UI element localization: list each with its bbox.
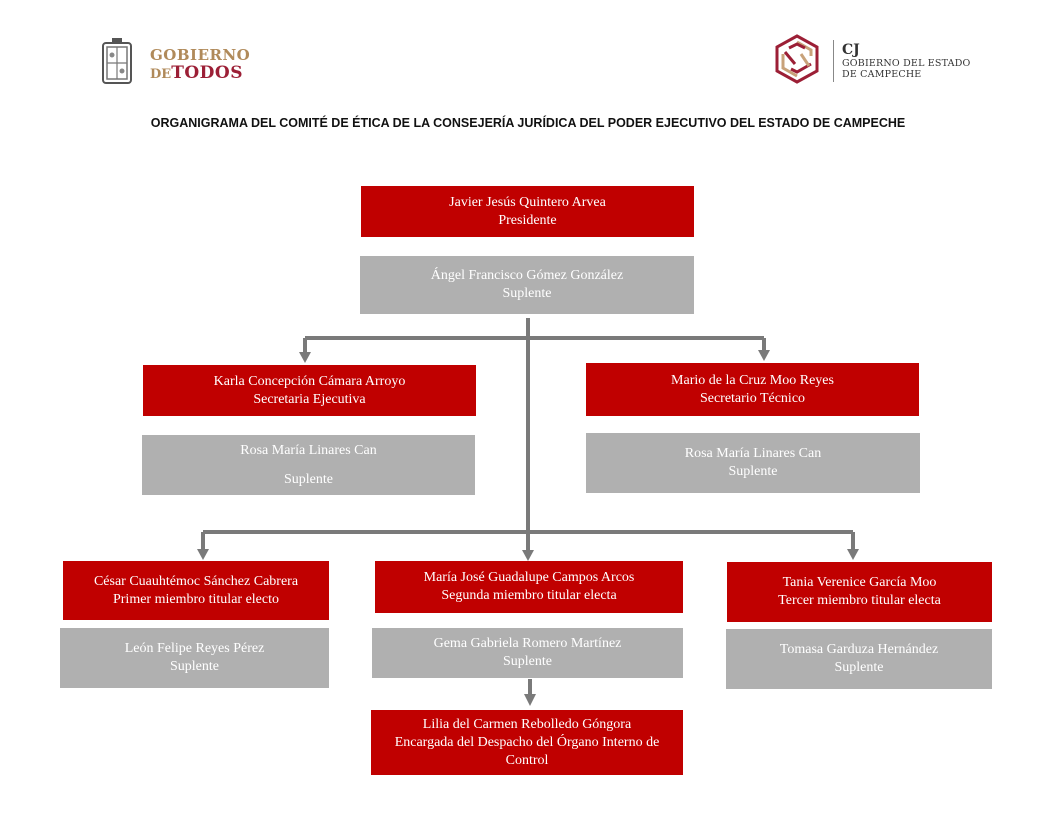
presidente-role: Presidente [498, 212, 557, 228]
presidente-box: Javier Jesús Quintero Arvea Presidente [361, 186, 694, 237]
cj-line1: GOBIERNO DEL ESTADO [842, 58, 971, 69]
secretario-tecnico-role: Secretario Técnico [699, 390, 806, 406]
miembro3-name: Tania Verenice García Moo [782, 575, 937, 590]
miembro1-suplente-role: Suplente [170, 659, 219, 674]
miembro1-suplente-box: León Felipe Reyes Pérez Suplente [60, 628, 329, 688]
miembro1-box: César Cuauhtémoc Sánchez Cabrera Primer … [63, 561, 329, 620]
miembro2-suplente-box: Gema Gabriela Romero Martínez Suplente [372, 628, 683, 678]
miembro3-suplente-name: Tomasa Garduza Hernández [779, 642, 939, 657]
secretario-tecnico-box: Mario de la Cruz Moo Reyes Secretario Té… [586, 363, 919, 416]
miembro3-box: Tania Verenice García Moo Tercer miembro… [727, 562, 992, 622]
logo-divider [833, 40, 834, 82]
secretaria-ejecutiva-suplente-box: Rosa María Linares Can Suplente [142, 435, 475, 495]
miembro3-role: Tercer miembro titular electa [778, 593, 941, 608]
state-seal-logo [100, 37, 134, 87]
miembro3-suplente-box: Tomasa Garduza Hernández Suplente [726, 629, 992, 689]
cj-logo-text: CJ GOBIERNO DEL ESTADO DE CAMPECHE [842, 42, 971, 80]
miembro2-name: María José Guadalupe Campos Arcos [423, 570, 635, 585]
secretario-tecnico-suplente-name: Rosa María Linares Can [684, 446, 822, 461]
presidente-suplente-name: Ángel Francisco Gómez González [430, 268, 624, 283]
page-title: ORGANIGRAMA DEL COMITÉ DE ÉTICA DE LA CO… [150, 116, 906, 130]
secretaria-ejecutiva-suplente-name: Rosa María Linares Can [240, 442, 377, 458]
logo-line2-prefix: DE [150, 67, 172, 82]
miembro2-suplente-name: Gema Gabriela Romero Martínez [433, 636, 622, 651]
cj-emblem-logo [771, 34, 823, 84]
organo-interno-name: Lilia del Carmen Rebolledo Góngora [422, 716, 632, 732]
miembro3-suplente-role: Suplente [834, 660, 884, 675]
presidente-suplente-box: Ángel Francisco Gómez González Suplente [360, 256, 694, 314]
miembro2-box: María José Guadalupe Campos Arcos Segund… [375, 561, 683, 613]
gobierno-de-todos-logo: GOBIERNO DETODOS [150, 47, 250, 83]
secretario-tecnico-name: Mario de la Cruz Moo Reyes [671, 372, 834, 388]
logo-line2-main: TODOS [171, 63, 243, 83]
miembro1-name: César Cuauhtémoc Sánchez Cabrera [93, 573, 299, 589]
secretaria-ejecutiva-role: Secretaria Ejecutiva [253, 391, 366, 407]
miembro2-suplente-role: Suplente [503, 654, 552, 669]
secretaria-ejecutiva-box: Karla Concepción Cámara Arroyo Secretari… [143, 365, 476, 416]
cj-line2: DE CAMPECHE [842, 69, 922, 80]
presidente-name: Javier Jesús Quintero Arvea [449, 194, 606, 210]
miembro1-suplente-name: León Felipe Reyes Pérez [124, 641, 265, 656]
organo-interno-box: Lilia del Carmen Rebolledo Góngora Encar… [371, 710, 683, 775]
miembro2-role: Segunda miembro titular electa [441, 588, 617, 603]
cj-abbrev: CJ [842, 42, 860, 58]
logo-line1: GOBIERNO [150, 46, 251, 64]
secretaria-ejecutiva-name: Karla Concepción Cámara Arroyo [213, 373, 406, 389]
secretario-tecnico-suplente-box: Rosa María Linares Can Suplente [586, 433, 920, 493]
secretaria-ejecutiva-suplente-role: Suplente [284, 471, 333, 487]
secretario-tecnico-suplente-role: Suplente [728, 464, 778, 479]
organo-interno-role: Encargada del Despacho del Órgano Intern… [394, 734, 660, 768]
miembro1-role: Primer miembro titular electo [112, 591, 279, 607]
presidente-suplente-role: Suplente [502, 286, 552, 301]
